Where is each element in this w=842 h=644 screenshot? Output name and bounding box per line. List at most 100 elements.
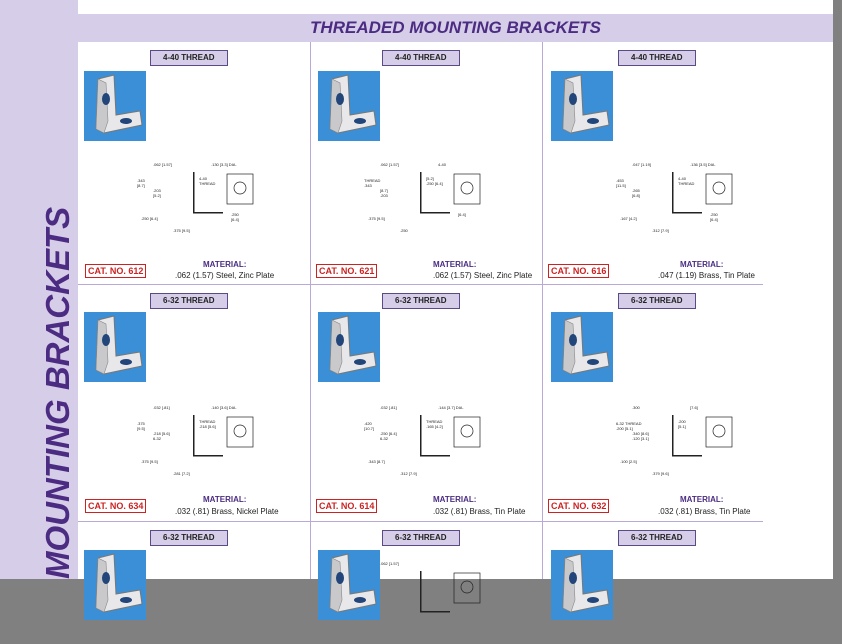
dimension-label: .032 [.81] xyxy=(380,405,397,410)
dimension-label: [5.2] xyxy=(426,176,434,181)
dimension-label: [6.8] xyxy=(632,193,640,198)
dimension-label: [5.1] xyxy=(678,424,686,429)
dimension-label: [8.7] xyxy=(380,188,388,193)
dimension-label: .100 [2.5] xyxy=(620,459,637,464)
product-cell: 6-32 THREAD .032 [.81].140 [3.6] DIA..37… xyxy=(78,285,310,528)
thread-badge: 6-32 THREAD xyxy=(382,293,460,309)
product-photo xyxy=(318,312,380,382)
dimension-label: [6.4] xyxy=(710,217,718,222)
product-cell: 6-32 THREAD .032 [.81] .144 [3.7] DIA. .42… xyxy=(310,285,542,528)
thread-badge: 6-32 THREAD xyxy=(150,530,228,546)
product-cell: 6-32 THREAD .300[7.6]6-32 THREAD.200 [5.… xyxy=(542,285,774,528)
dimension-drawing: .047 [1.19].136 [3.5] DIA..453[11.5].265… xyxy=(612,160,752,240)
catalog-number: CAT. NO. 621 xyxy=(316,264,378,278)
dimension-label: .200 xyxy=(678,419,687,424)
catalog-number: CAT. NO. 616 xyxy=(548,264,610,278)
dimension-label: 6-32 xyxy=(153,436,162,441)
thread-badge: 6-32 THREAD xyxy=(618,530,696,546)
material-label: MATERIAL: xyxy=(433,495,477,504)
catalog-page: THREADED MOUNTING BRACKETS 4-40 THREAD .… xyxy=(78,0,833,620)
dimension-label: .281 [7.2] xyxy=(173,471,190,476)
dimension-label: 6-32 xyxy=(380,436,389,441)
row-divider xyxy=(78,284,763,285)
dimension-label: [9.5] xyxy=(137,426,145,431)
dimension-label: .343 [8.7] xyxy=(368,459,385,464)
column-divider xyxy=(310,42,311,579)
dimension-label: .130 [3.3] DIA. xyxy=(211,162,237,167)
dimension-label: [10.7] xyxy=(364,426,374,431)
thread-badge: 4-40 THREAD xyxy=(150,50,228,66)
dimension-label: 4-40 xyxy=(199,176,208,181)
dimension-label: .250 [6.4] xyxy=(426,181,443,186)
dimension-label: .250 xyxy=(710,212,719,217)
material-label: MATERIAL: xyxy=(680,260,724,269)
dimension-label: .343 xyxy=(364,183,373,188)
dimension-label: THREAD xyxy=(199,419,216,424)
catalog-number: CAT. NO. 632 xyxy=(548,499,610,513)
dimension-label: [5.2] xyxy=(153,193,161,198)
dimension-label: .343 xyxy=(137,178,146,183)
dimension-label: .047 [1.19] xyxy=(632,162,651,167)
dimension-label: .420 xyxy=(364,421,373,426)
product-cell: 4-40 THREAD .062 [1.57] .130 [3.3] DIA. .3… xyxy=(78,42,310,285)
dimension-label: .250 [6.4] xyxy=(380,431,397,436)
material-text: .032 (.81) Brass, Nickel Plate xyxy=(175,507,279,516)
dimension-drawing: .032 [.81] .144 [3.7] DIA. .420[10.7] .250 … xyxy=(360,403,500,483)
material-text: .032 (.81) Brass, Tin Plate xyxy=(658,507,751,516)
thread-badge: 4-40 THREAD xyxy=(382,50,460,66)
dimension-label: .375 [9.5] xyxy=(368,216,385,221)
dimension-label: 6-32 THREAD xyxy=(616,421,642,426)
dimension-label: .300 xyxy=(632,405,641,410)
dimension-label: .167 [4.2] xyxy=(620,216,637,221)
dimension-label: .062 [1.57] xyxy=(153,162,172,167)
product-photo xyxy=(84,312,146,382)
thread-badge: 4-40 THREAD xyxy=(618,50,696,66)
dimension-label: 4-40 xyxy=(678,176,687,181)
dimension-label: .312 [7.9] xyxy=(652,228,669,233)
dimension-label: .375 [9.5] xyxy=(141,459,158,464)
catalog-number: CAT. NO. 612 xyxy=(85,264,147,278)
dimension-drawing: .300[7.6]6-32 THREAD.200 [5.1].340 [8.6]… xyxy=(612,403,752,483)
dimension-label: .144 [3.7] DIA. xyxy=(438,405,464,410)
dimension-label: .062 [1.57] xyxy=(380,561,399,566)
dimension-label: .200 [5.1] xyxy=(616,426,633,431)
dimension-label: .165 [4.2] xyxy=(426,424,443,429)
product-photo xyxy=(84,550,146,620)
dimension-label: .379 [9.6] xyxy=(652,471,669,476)
material-text: .047 (1.19) Brass, Tin Plate xyxy=(658,271,755,280)
dimension-label: [7.6] xyxy=(690,405,698,410)
dimension-label: .250 xyxy=(400,228,409,233)
material-text: .032 (.81) Brass, Tin Plate xyxy=(433,507,526,516)
dimension-label: .120 [3.1] xyxy=(632,436,649,441)
material-label: MATERIAL: xyxy=(680,495,724,504)
product-cell: 6-32 THREAD .062 [1.57] xyxy=(310,522,542,620)
dimension-label: .453 xyxy=(616,178,625,183)
sidebar-title: MOUNTING BRACKETS xyxy=(39,206,76,579)
dimension-label: .250 xyxy=(231,212,240,217)
product-photo xyxy=(318,71,380,141)
dimension-label: 4-40 xyxy=(438,162,447,167)
page-title: THREADED MOUNTING BRACKETS xyxy=(78,14,833,42)
dimension-label: THREAD xyxy=(678,181,695,186)
dimension-label: .140 [3.6] DIA. xyxy=(211,405,237,410)
material-text: .062 (1.57) Steel, Zinc Plate xyxy=(433,271,533,280)
dimension-label: .340 [8.6] xyxy=(632,431,649,436)
row-divider xyxy=(78,521,763,522)
catalog-number: CAT. NO. 634 xyxy=(85,499,147,513)
dimension-label: .375 [9.5] xyxy=(173,228,190,233)
dimension-label: THREAD xyxy=(364,178,381,183)
dimension-label: .203 xyxy=(380,193,389,198)
dimension-drawing: .032 [.81].140 [3.6] DIA..375[9.5].218 [… xyxy=(133,403,273,483)
dimension-drawing: .062 [1.57] xyxy=(360,559,500,639)
dimension-label: .203 xyxy=(153,188,162,193)
dimension-label: .375 xyxy=(137,421,146,426)
product-photo xyxy=(84,71,146,141)
thread-badge: 6-32 THREAD xyxy=(382,530,460,546)
dimension-label: [6.4] xyxy=(231,217,239,222)
material-label: MATERIAL: xyxy=(203,495,247,504)
dimension-drawing: .062 [1.57].130 [3.3] DIA..343[8.7].203[… xyxy=(133,160,273,240)
sidebar-band: MOUNTING BRACKETS xyxy=(0,0,78,579)
dimension-label: .250 [6.4] xyxy=(141,216,158,221)
material-label: MATERIAL: xyxy=(433,260,477,269)
